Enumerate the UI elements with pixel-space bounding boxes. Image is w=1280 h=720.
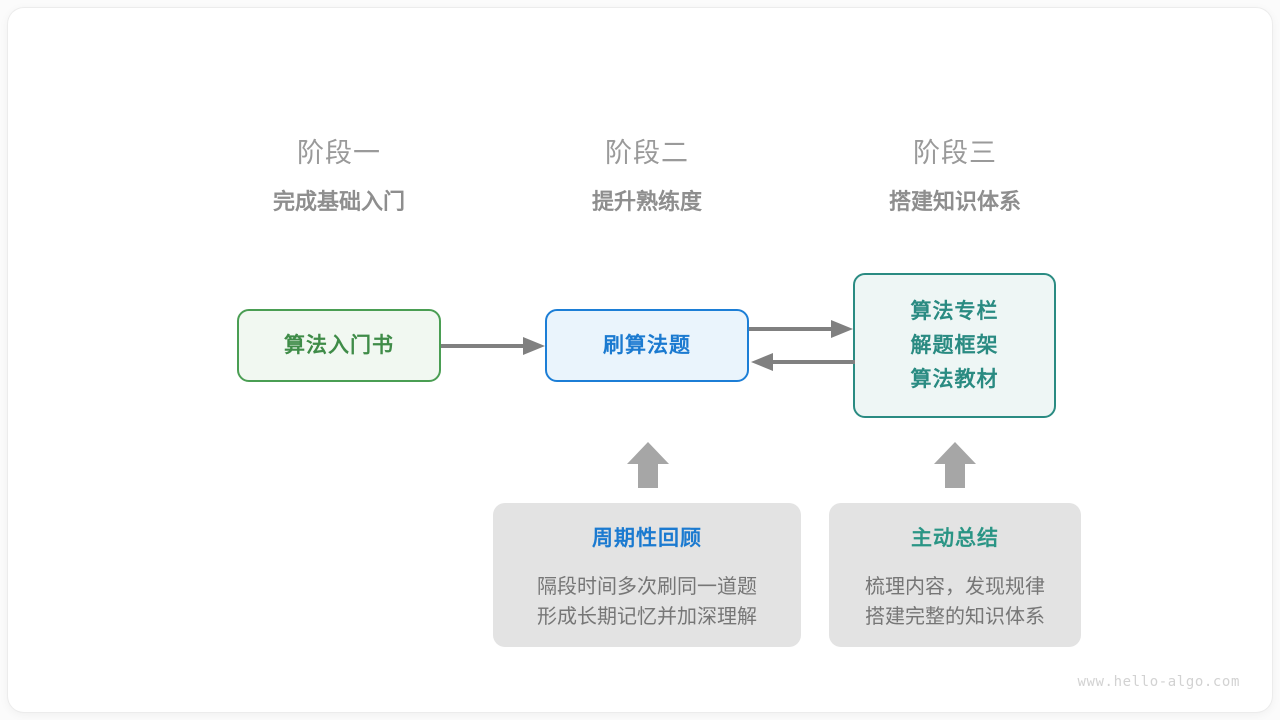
block-arrow-review-up — [627, 442, 669, 488]
card-periodic-review[interactable]: 周期性回顾 隔段时间多次刷同一道题 形成长期记忆并加深理解 — [493, 503, 801, 647]
node-algorithm-intro-book[interactable]: 算法入门书 — [237, 309, 441, 382]
node-label-line: 算法教材 — [910, 367, 999, 391]
stage-index-label: 阶段二 — [605, 138, 689, 168]
arrow-practice-to-system — [749, 320, 853, 338]
stage-index-label: 阶段三 — [913, 138, 997, 168]
stage-title-label: 完成基础入门 — [272, 189, 405, 214]
node-label-line: 算法入门书 — [284, 333, 394, 357]
arrow-book-to-practice — [441, 337, 545, 355]
node-label-line: 解题框架 — [910, 333, 999, 357]
arrow-system-to-practice — [751, 353, 855, 371]
node-practice-problems[interactable]: 刷算法题 — [545, 309, 749, 382]
card-body-line: 隔段时间多次刷同一道题 — [537, 576, 757, 598]
stage-title-label: 提升熟练度 — [591, 189, 702, 214]
diagram-frame: 阶段一 完成基础入门 阶段二 提升熟练度 阶段三 搭建知识体系 算法入门书 刷算… — [8, 8, 1272, 712]
card-title: 周期性回顾 — [592, 527, 702, 550]
watermark-url: www.hello-algo.com — [1077, 674, 1240, 690]
block-arrow-summary-up — [934, 442, 976, 488]
stage-index-label: 阶段一 — [297, 138, 381, 168]
card-body-line: 梳理内容，发现规律 — [865, 576, 1045, 598]
card-body: 隔段时间多次刷同一道题 形成长期记忆并加深理解 — [537, 572, 757, 632]
card-active-summary[interactable]: 主动总结 梳理内容，发现规律 搭建完整的知识体系 — [829, 503, 1081, 647]
stage-header-1: 阶段一 完成基础入门 — [209, 136, 469, 217]
card-title: 主动总结 — [911, 527, 999, 550]
card-body: 梳理内容，发现规律 搭建完整的知识体系 — [865, 572, 1045, 632]
node-label-line: 算法专栏 — [910, 299, 999, 323]
stage-header-3: 阶段三 搭建知识体系 — [825, 136, 1085, 217]
node-label-line: 刷算法题 — [603, 333, 691, 357]
card-body-line: 形成长期记忆并加深理解 — [537, 606, 757, 628]
node-knowledge-system[interactable]: 算法专栏 解题框架 算法教材 — [853, 273, 1056, 418]
card-body-line: 搭建完整的知识体系 — [865, 606, 1045, 628]
stage-title-label: 搭建知识体系 — [888, 189, 1021, 214]
stage-header-2: 阶段二 提升熟练度 — [517, 136, 777, 217]
